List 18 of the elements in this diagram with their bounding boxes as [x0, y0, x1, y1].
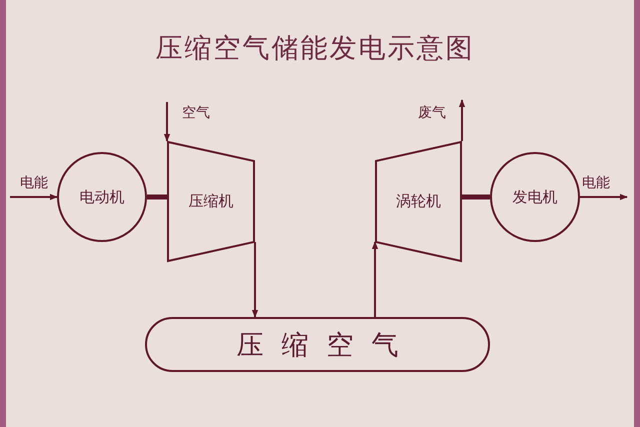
edge-label: 电能	[582, 174, 610, 192]
arrow	[580, 194, 628, 200]
edge-label: 废气	[418, 104, 446, 122]
arrow	[372, 241, 378, 317]
arrow	[458, 99, 466, 141]
shaft-line	[462, 194, 490, 200]
diagram-title: 压缩空气储能发电示意图	[154, 32, 476, 66]
node-label: 压缩机	[188, 192, 234, 211]
shaft-line	[147, 194, 167, 200]
edge-label: 空气	[182, 104, 210, 122]
edge-label: 电能	[20, 174, 48, 192]
node-label: 电动机	[80, 188, 124, 206]
node-label: 涡轮机	[396, 192, 441, 211]
arrow	[252, 242, 258, 318]
arrow	[10, 194, 58, 200]
node-label: 压缩空气	[236, 328, 416, 362]
arrow	[164, 102, 170, 142]
node-label: 发电机	[512, 188, 558, 206]
